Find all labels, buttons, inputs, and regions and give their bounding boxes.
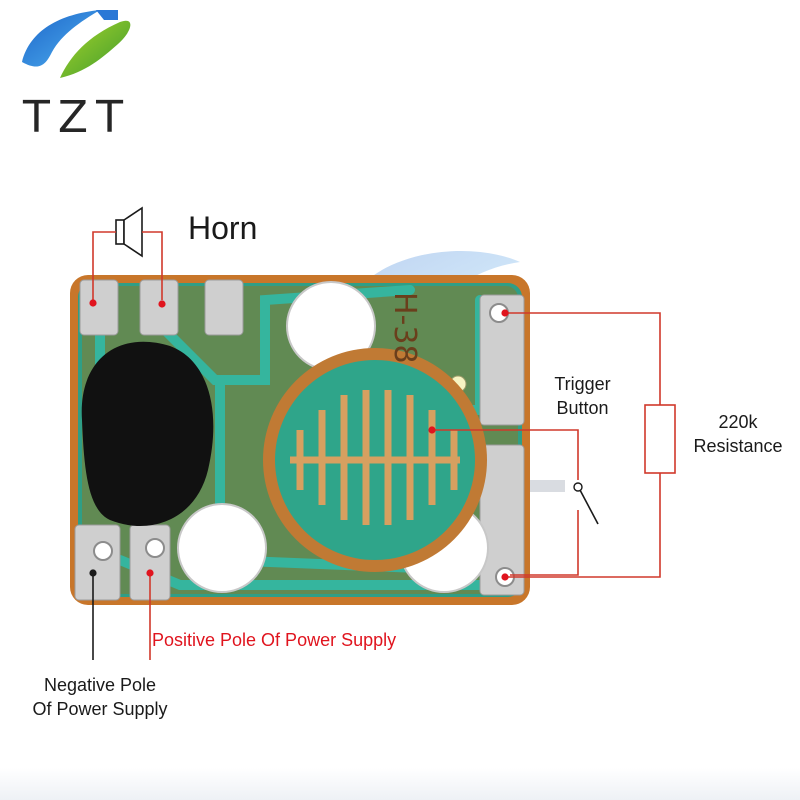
board-silk-label: H-38 <box>387 292 422 364</box>
negative-label-line2: Of Power Supply <box>32 699 168 719</box>
pcb-board <box>70 275 530 605</box>
trigger-switch-lever <box>579 489 599 525</box>
horn-pad-right <box>139 279 179 336</box>
contact-switch-pattern <box>263 348 487 572</box>
resistance-label-line1: 220k <box>718 412 758 432</box>
horn-label: Horn <box>188 210 258 246</box>
logo-text: TZT <box>23 92 131 143</box>
resistance-label: 220k Resistance <box>680 410 796 458</box>
trigger-label-line2: Button <box>556 398 609 418</box>
bottom-shade <box>0 768 800 800</box>
tzt-logo-icon <box>22 10 131 78</box>
negative-pole-label: Negative Pole Of Power Supply <box>10 673 190 721</box>
horn-pad-left <box>79 279 119 336</box>
resistance-label-line2: Resistance <box>693 436 783 456</box>
speaker-icon <box>115 206 143 258</box>
trigger-button-label: Trigger Button <box>540 372 625 420</box>
chip-blob <box>81 341 214 526</box>
resistor-icon <box>644 404 676 474</box>
positive-pole-label: Positive Pole Of Power Supply <box>152 630 397 650</box>
trigger-label-line1: Trigger <box>554 374 611 394</box>
negative-label-line1: Negative Pole <box>43 675 157 695</box>
